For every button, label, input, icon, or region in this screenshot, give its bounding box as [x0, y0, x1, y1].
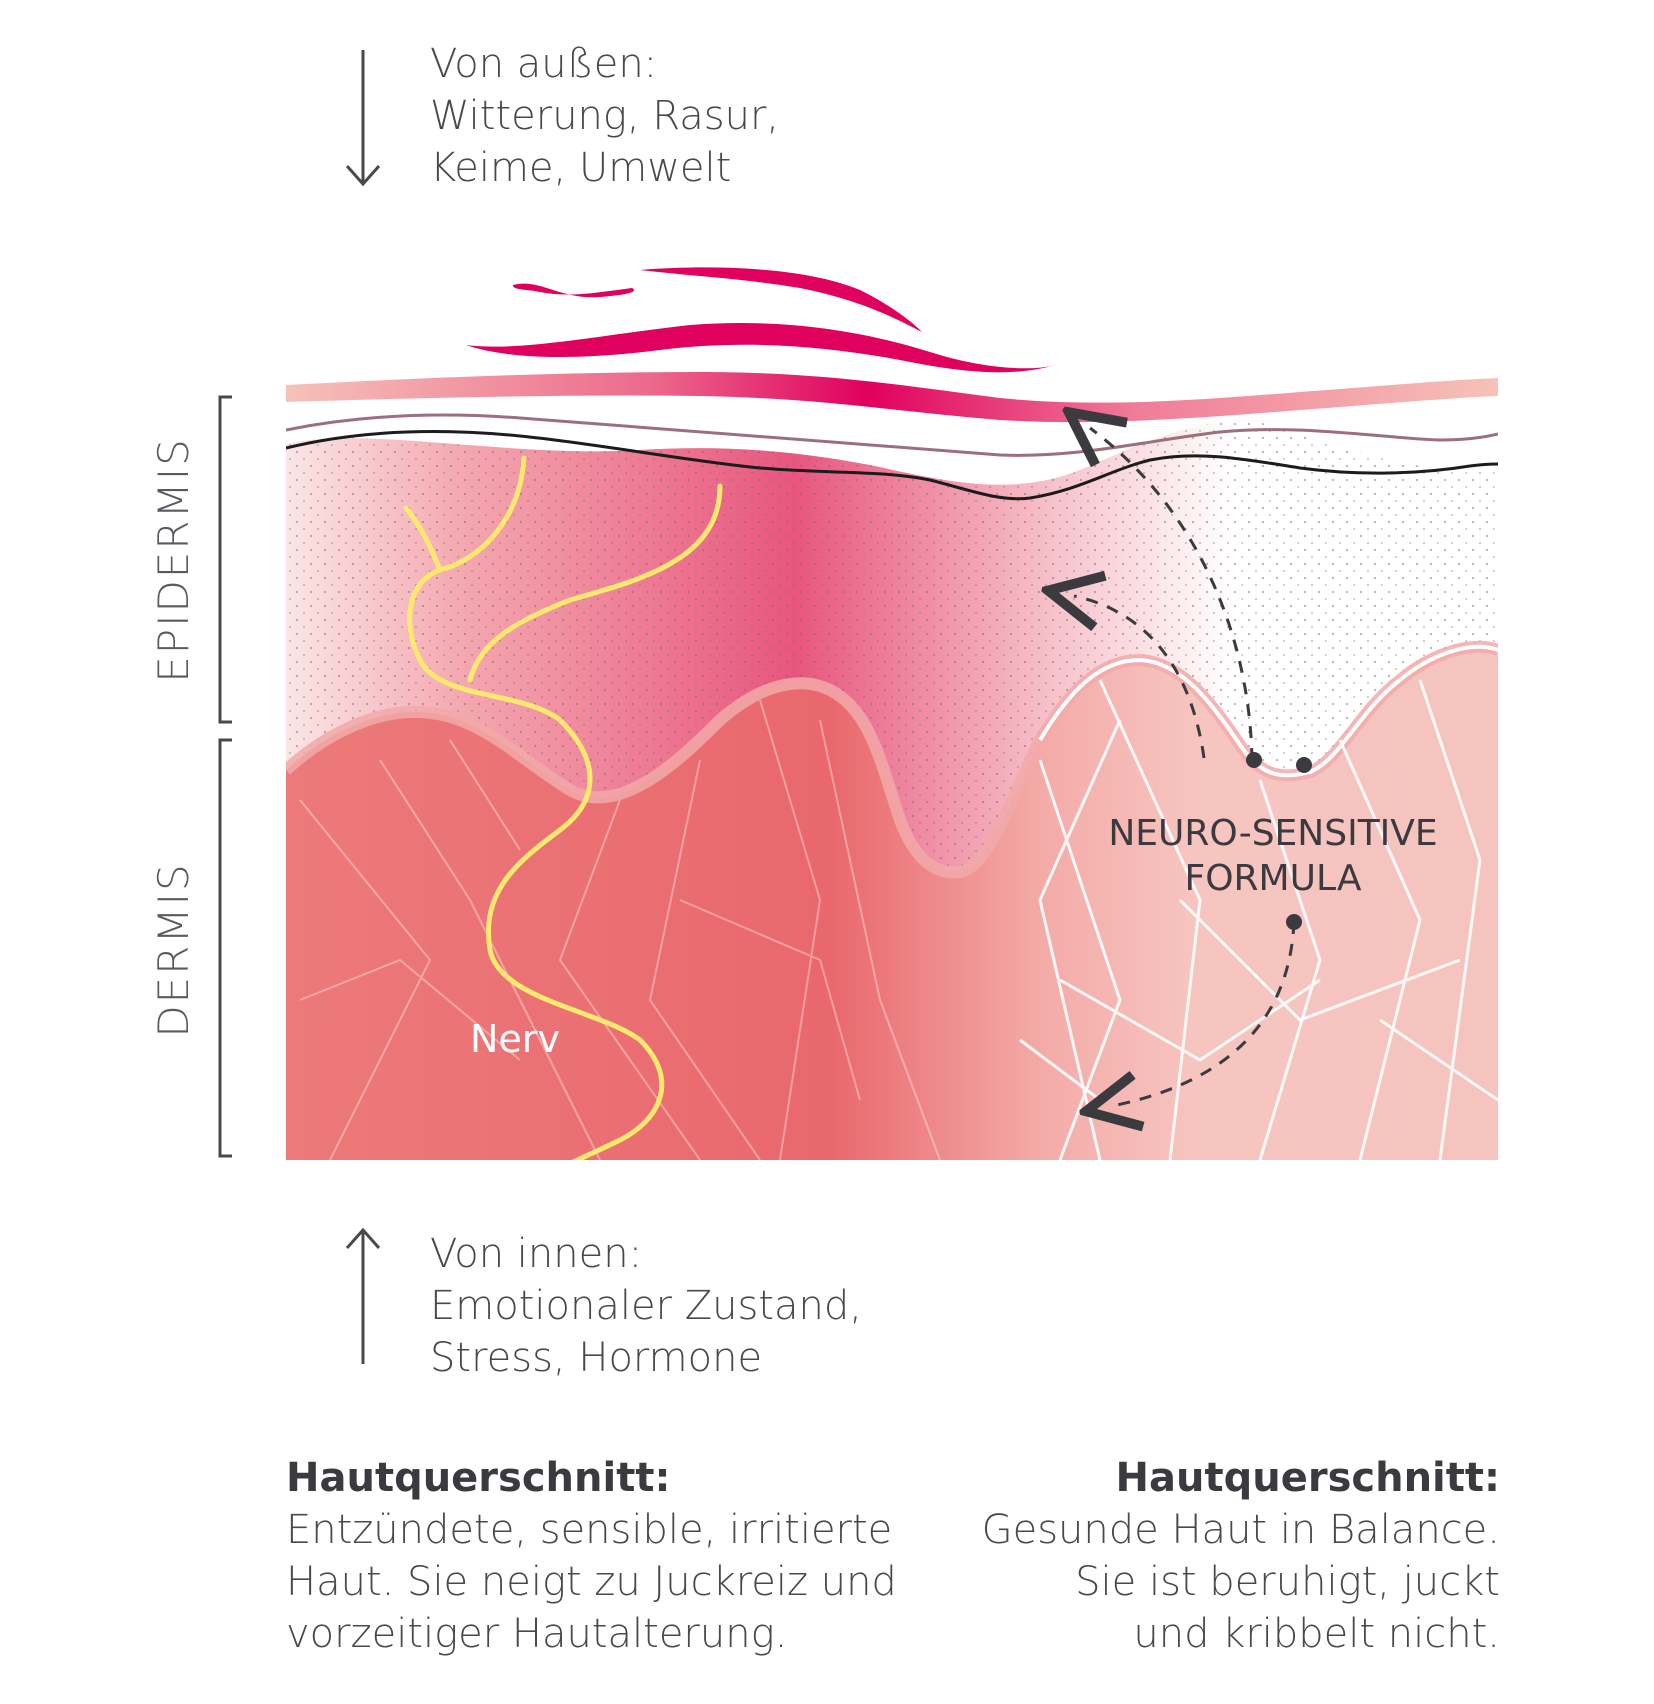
formula-label-line1: NEURO-SENSITIVE	[1108, 813, 1437, 854]
arrow-down-icon	[345, 50, 381, 187]
formula-action-arrows	[1074, 428, 1296, 1106]
caption-left-line2: Haut. Sie neigt zu Juckreiz und	[286, 1559, 897, 1605]
outside-line1: Witterung, Rasur,	[430, 93, 780, 139]
inside-line1: Emotionaler Zustand,	[430, 1283, 862, 1329]
healthy-border	[1038, 644, 1498, 778]
formula-label-line2: FORMULA	[1185, 858, 1362, 899]
caption-healthy-skin: Hautquerschnitt: Gesunde Haut in Balance…	[982, 1452, 1500, 1660]
layer-brackets	[218, 395, 232, 1158]
collagen-fibers-irritated	[299, 699, 941, 1160]
caption-left-line3: vorzeitiger Hautalterung.	[286, 1611, 788, 1657]
inside-factors: Von innen: Emotionaler Zustand, Stress, …	[430, 1228, 862, 1384]
caption-right-line2: Sie ist beruhigt, juckt	[1075, 1559, 1500, 1605]
inside-heading: Von innen:	[430, 1231, 643, 1277]
outside-heading: Von außen:	[430, 41, 658, 87]
caption-left-line1: Entzündete, sensible, irritierte	[286, 1507, 893, 1553]
epidermis-label: EPIDERMIS	[149, 437, 198, 683]
formula-points	[1246, 752, 1312, 930]
outside-factors: Von außen: Witterung, Rasur, Keime, Umwe…	[430, 38, 779, 194]
stratum-corneum	[286, 372, 1498, 423]
caption-right-line1: Gesunde Haut in Balance.	[981, 1507, 1500, 1553]
outside-line2: Keime, Umwelt	[430, 145, 732, 191]
inside-line2: Stress, Hormone	[430, 1335, 763, 1381]
caption-left-title: Hautquerschnitt:	[286, 1455, 671, 1501]
surface-line-inner	[286, 430, 1498, 501]
nerve-fiber	[403, 455, 723, 1160]
arrow-up-icon	[345, 1227, 381, 1364]
caption-right-title: Hautquerschnitt:	[1115, 1455, 1500, 1501]
dermis-label: DERMIS	[149, 862, 198, 1037]
surface-line-outer	[286, 413, 1498, 457]
nerve-label: Nerv	[470, 1017, 560, 1061]
caption-irritated-skin: Hautquerschnitt: Entzündete, sensible, i…	[286, 1452, 897, 1660]
caption-right-line3: und kribbelt nicht.	[1133, 1611, 1500, 1657]
dermis-layer	[286, 646, 1498, 1160]
irritation-waves	[466, 267, 1055, 373]
